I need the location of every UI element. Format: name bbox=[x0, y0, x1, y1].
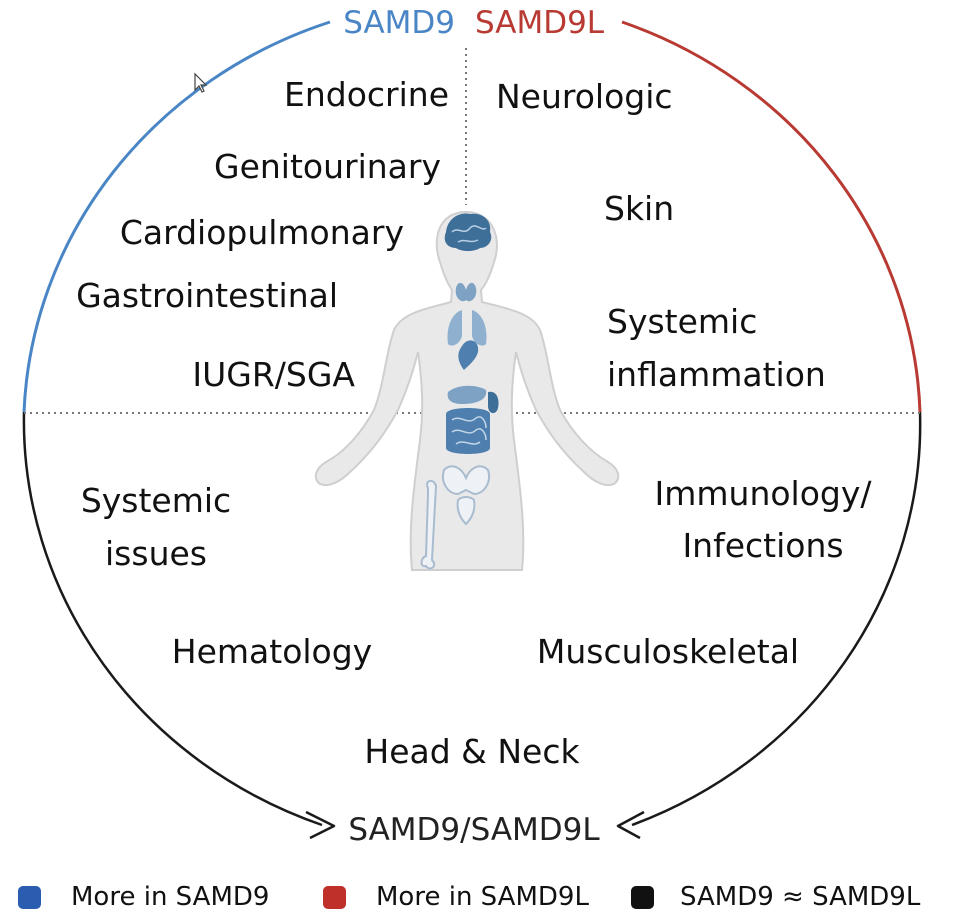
samd9l-header-label: SAMD9L bbox=[475, 5, 605, 41]
label-systemic-inflammation-line1: Systemic bbox=[607, 302, 757, 341]
label-systemic-inflammation-line2: inflammation bbox=[607, 355, 826, 394]
label-head-neck: Head & Neck bbox=[364, 732, 580, 771]
label-gastrointestinal: Gastrointestinal bbox=[76, 276, 338, 315]
arrowhead-right bbox=[618, 812, 644, 838]
label-endocrine: Endocrine bbox=[284, 75, 449, 114]
legend-swatch-samd9l bbox=[323, 886, 346, 909]
label-iugr-sga: IUGR/SGA bbox=[192, 355, 355, 394]
label-immunology-infections-line2: Infections bbox=[682, 526, 843, 565]
label-musculoskeletal: Musculoskeletal bbox=[537, 632, 799, 671]
legend: More in SAMD9 More in SAMD9L SAMD9 ≈ SAM… bbox=[0, 868, 955, 915]
label-neurologic: Neurologic bbox=[496, 77, 673, 116]
legend-label-equal: SAMD9 ≈ SAMD9L bbox=[680, 882, 920, 912]
legend-swatch-equal bbox=[631, 886, 654, 909]
shared-arc-left bbox=[24, 412, 322, 825]
label-systemic-issues-line1: Systemic bbox=[81, 481, 231, 520]
phenotype-diagram: SAMD9 SAMD9L Endocrine Genitourinary Car… bbox=[0, 0, 955, 868]
legend-swatch-samd9 bbox=[18, 886, 41, 909]
label-genitourinary: Genitourinary bbox=[214, 147, 441, 186]
label-immunology-infections-line1: Immunology/ bbox=[655, 474, 873, 513]
samd9-header-label: SAMD9 bbox=[343, 5, 455, 41]
label-skin: Skin bbox=[604, 189, 674, 228]
human-body-organs-icon bbox=[316, 212, 619, 570]
shared-bottom-label: SAMD9/SAMD9L bbox=[348, 812, 600, 848]
legend-item-equal: SAMD9 ≈ SAMD9L bbox=[631, 880, 920, 914]
label-cardiopulmonary: Cardiopulmonary bbox=[120, 213, 404, 252]
legend-label-samd9l: More in SAMD9L bbox=[376, 882, 589, 912]
legend-item-samd9: More in SAMD9 bbox=[18, 880, 269, 914]
legend-label-samd9: More in SAMD9 bbox=[71, 882, 269, 912]
label-hematology: Hematology bbox=[172, 632, 372, 671]
label-systemic-issues-line2: issues bbox=[105, 534, 207, 573]
legend-item-samd9l: More in SAMD9L bbox=[323, 880, 589, 914]
